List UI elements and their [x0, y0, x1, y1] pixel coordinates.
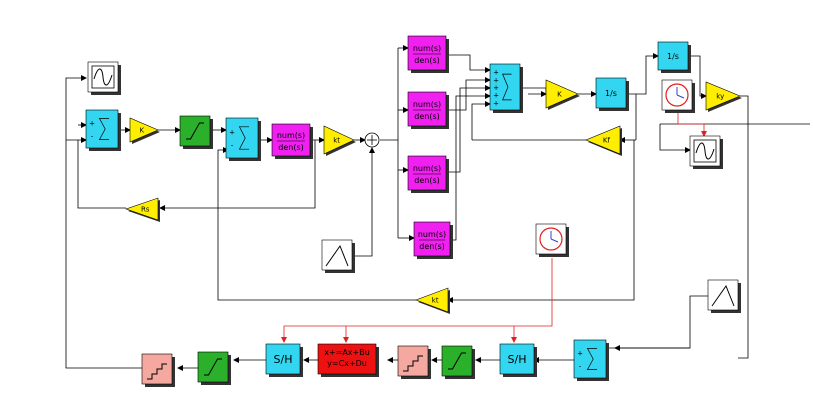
gain-k-2[interactable]: K [545, 79, 580, 110]
sum-sign: + [577, 350, 583, 358]
sigma-icon [502, 73, 512, 101]
scope-icon [695, 142, 715, 160]
sum-block-4[interactable]: +- [573, 339, 609, 381]
sum-block-3[interactable]: +++++ [489, 63, 523, 113]
sample-hold-label: S/H [274, 353, 293, 366]
staircase-quantizer-icon [403, 355, 423, 372]
gain-kt-2[interactable]: kt [415, 287, 450, 314]
quantizer-block-1[interactable] [397, 345, 431, 379]
scope-block-right[interactable] [689, 135, 723, 169]
state-space-block[interactable]: x+=Ax+Bu y=Cx+Du [317, 343, 379, 377]
numerator-label: num(s) [413, 44, 441, 53]
sigma-icon [586, 348, 598, 370]
numerator-label: num(s) [277, 131, 305, 140]
sum-sign: + [493, 84, 499, 92]
sum-sign: - [579, 362, 582, 370]
denominator-label: den(s) [419, 242, 444, 251]
gain-ky[interactable]: ky [705, 81, 742, 112]
integrator-label: 1/s [667, 52, 679, 61]
clock-block-2[interactable] [535, 223, 569, 257]
gain-k-1[interactable]: K [129, 117, 160, 144]
denominator-label: den(s) [414, 56, 439, 65]
integrator-block-2[interactable]: 1/s [657, 41, 691, 73]
sample-hold-label: S/H [508, 353, 527, 366]
gain-label: ky [716, 93, 724, 101]
sum-sign: - [231, 142, 234, 150]
saturation-icon [186, 122, 204, 140]
sum-block-2[interactable]: +- [225, 117, 261, 161]
gain-label: K [557, 91, 562, 99]
transfer-function-1[interactable]: num(s) den(s) [271, 123, 313, 159]
gain-label: kt [333, 137, 340, 145]
sum-sign: + [493, 76, 499, 84]
scope-block-top-left[interactable] [87, 61, 121, 95]
state-space-eq2: y=Cx+Du [327, 359, 367, 368]
event-wires [281, 112, 707, 343]
gain-label: Kf [603, 137, 611, 145]
saturation-icon [448, 352, 466, 370]
gain-rs[interactable]: Rs [125, 197, 160, 222]
signal-wires [65, 45, 810, 371]
sum-sign: + [493, 99, 499, 107]
sum-sign: + [229, 128, 235, 136]
gain-label: Rs [141, 206, 150, 214]
ramp-source-1[interactable] [321, 239, 355, 273]
gain-label: kt [432, 297, 439, 305]
saturation-block-3[interactable] [197, 351, 231, 385]
sum-sign: + [493, 69, 499, 77]
sample-hold-block-1[interactable]: S/H [499, 343, 537, 377]
integrator-block-1[interactable]: 1/s [595, 77, 629, 111]
summing-junction[interactable] [364, 132, 380, 148]
numerator-label: num(s) [413, 100, 441, 109]
ramp-source-2[interactable] [707, 279, 741, 313]
saturation-block-2[interactable] [441, 345, 475, 379]
sample-hold-block-2[interactable]: S/H [265, 343, 303, 377]
transfer-function-3[interactable]: num(s) den(s) [407, 91, 449, 129]
transfer-function-4[interactable]: num(s) den(s) [407, 155, 449, 193]
transfer-function-2[interactable]: num(s) den(s) [407, 35, 449, 73]
numerator-label: num(s) [413, 164, 441, 173]
gain-label: K [139, 127, 144, 135]
saturation-icon [204, 358, 222, 376]
sum-sign: + [493, 92, 499, 100]
ramp-signal-icon [325, 244, 349, 267]
sum-sign: + [89, 120, 95, 128]
sum-sign: - [91, 132, 94, 140]
denominator-label: den(s) [414, 176, 439, 185]
integrator-label: 1/s [605, 89, 617, 98]
denominator-label: den(s) [414, 112, 439, 121]
sigma-icon [98, 118, 110, 140]
staircase-quantizer-icon [147, 363, 167, 380]
clock-block-1[interactable] [661, 79, 695, 113]
scope-icon [93, 68, 113, 86]
sum-block-1[interactable]: +- [85, 109, 121, 151]
denominator-label: den(s) [278, 143, 303, 152]
ramp-signal-icon [711, 284, 735, 307]
state-space-eq1: x+=Ax+Bu [324, 348, 370, 357]
saturation-block-1[interactable] [179, 115, 213, 149]
transfer-function-5[interactable]: num(s) den(s) [413, 221, 453, 259]
numerator-label: num(s) [418, 230, 446, 239]
sigma-icon [238, 126, 250, 150]
quantizer-block-2[interactable] [141, 353, 175, 387]
gain-kf[interactable]: Kf [585, 125, 622, 156]
gain-kt-1[interactable]: kt [323, 125, 356, 156]
